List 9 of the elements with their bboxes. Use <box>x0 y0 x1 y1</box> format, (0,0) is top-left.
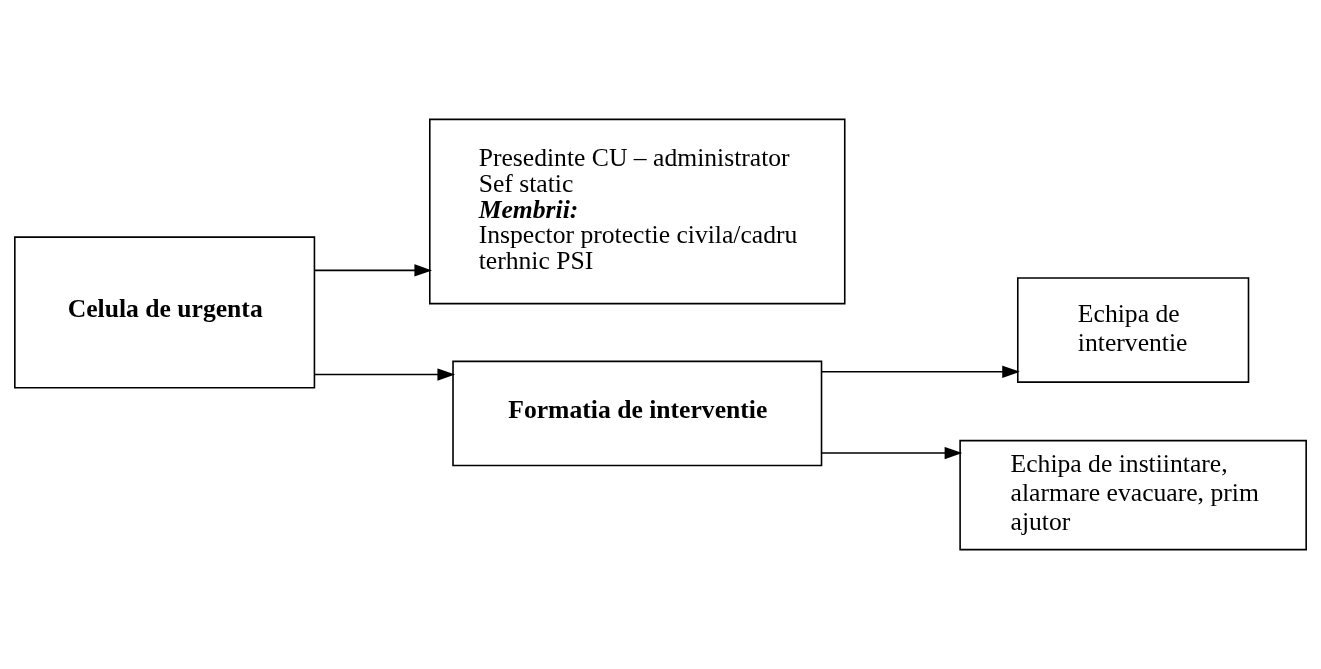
node-box: Celula de urgenta <box>14 236 316 389</box>
arrow <box>821 446 963 460</box>
node-box: Formatia de interventie <box>452 360 823 467</box>
node-box: Presedinte CU – administrator Sef static Membrii: Inspector protectie civila/cadru terhnic PSI <box>429 118 846 305</box>
node-box: Echipa de instiintare, alarmare evacuare, prim ajutor <box>959 439 1307 551</box>
arrow <box>314 264 433 277</box>
arrow <box>821 365 1020 378</box>
node-box: Echipa de interventie <box>1017 277 1250 383</box>
arrow <box>314 368 456 381</box>
